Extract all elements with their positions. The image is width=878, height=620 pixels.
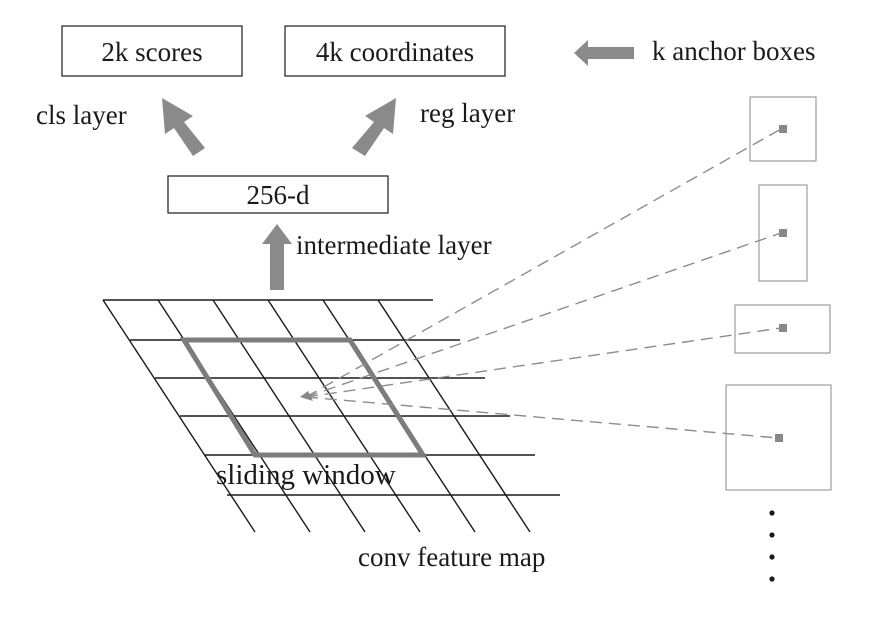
anchor-box-2	[758, 184, 808, 282]
anchor-center-2	[779, 229, 787, 237]
ellipsis-dot-1	[769, 510, 775, 516]
anchor-box-4	[725, 384, 832, 491]
hidden-text: 256-d	[247, 180, 310, 210]
sliding-window-label: sliding window	[216, 459, 396, 491]
projection-line-3	[305, 327, 782, 398]
hidden-box	[167, 175, 389, 214]
projection-line-1	[305, 128, 782, 398]
cls-arrow-icon	[162, 98, 205, 156]
conv-feature-map-label: conv feature map	[358, 542, 545, 572]
anchor-center-3	[779, 324, 787, 332]
left-arrow-icon	[574, 40, 634, 66]
ellipsis-dot-2	[769, 532, 775, 538]
cls-layer-label: cls layer	[36, 100, 127, 130]
ellipsis-dot-4	[769, 576, 775, 582]
reg-layer-label: reg layer	[420, 98, 515, 128]
coordinates-box	[284, 25, 506, 77]
anchor-center-4	[775, 434, 783, 442]
projection-line-2	[305, 232, 782, 398]
feature-map-grid	[102, 299, 560, 533]
scores-box	[61, 25, 243, 77]
anchor-box-3	[734, 304, 831, 354]
projection-line-4	[305, 396, 779, 439]
intermediate-arrow-icon	[262, 224, 292, 290]
sliding-window-outline	[179, 337, 428, 458]
anchor-box-1	[749, 96, 817, 162]
coordinates-text: 4k coordinates	[316, 37, 474, 67]
scores-text: 2k scores	[101, 37, 202, 67]
window-center-marker	[300, 391, 313, 401]
anchor-boxes-label: k anchor boxes	[652, 36, 815, 66]
intermediate-layer-label: intermediate layer	[296, 230, 492, 260]
ellipsis-dot-3	[769, 554, 775, 560]
anchor-center-1	[779, 125, 787, 133]
reg-arrow-icon	[352, 98, 396, 156]
